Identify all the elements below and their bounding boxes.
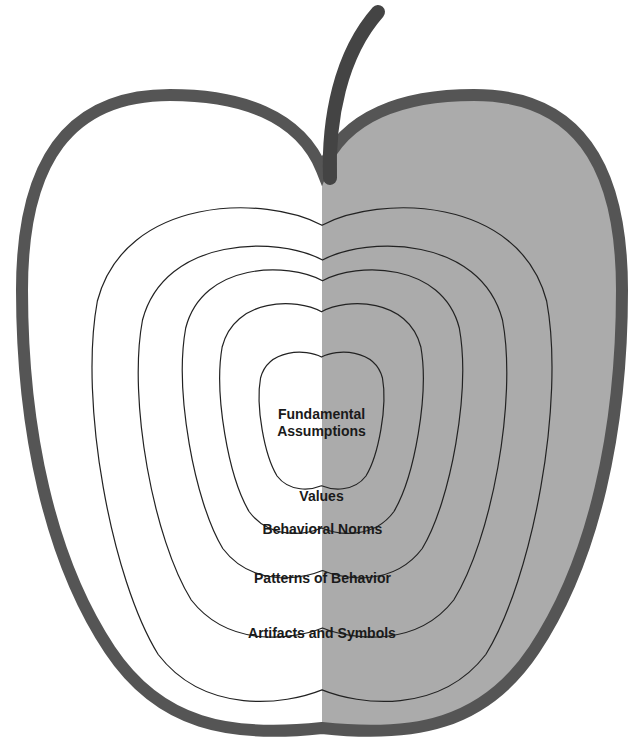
layer-contour-line <box>138 246 507 637</box>
apple-stem <box>330 12 378 178</box>
culture-layer: Behavioral Norms Values Fundamental Assump… <box>180 265 465 580</box>
culture-layer: Artifacts and Symbols Patterns of Behavio… <box>88 200 556 705</box>
layer-contour-line <box>220 304 423 534</box>
culture-layer: Values Fundamental Assumptions <box>218 300 425 535</box>
layer-contour-line <box>92 208 552 702</box>
layer-label: Fundamental Assumptions <box>267 406 377 440</box>
apple-skin <box>22 95 622 731</box>
layer-label: Patterns of Behavior <box>193 570 453 587</box>
layer-contour-line <box>182 270 462 578</box>
culture-layer: Fundamental Assumptions <box>258 350 385 490</box>
layer-contour-line <box>259 352 384 489</box>
layer-label: Values <box>242 488 402 505</box>
layer-label: Behavioral Norms <box>213 521 433 538</box>
layer-label: Artifacts and Symbols <box>172 625 472 642</box>
culture-layer: Patterns of BehaviorBehavioral NormsValu… <box>135 240 510 640</box>
